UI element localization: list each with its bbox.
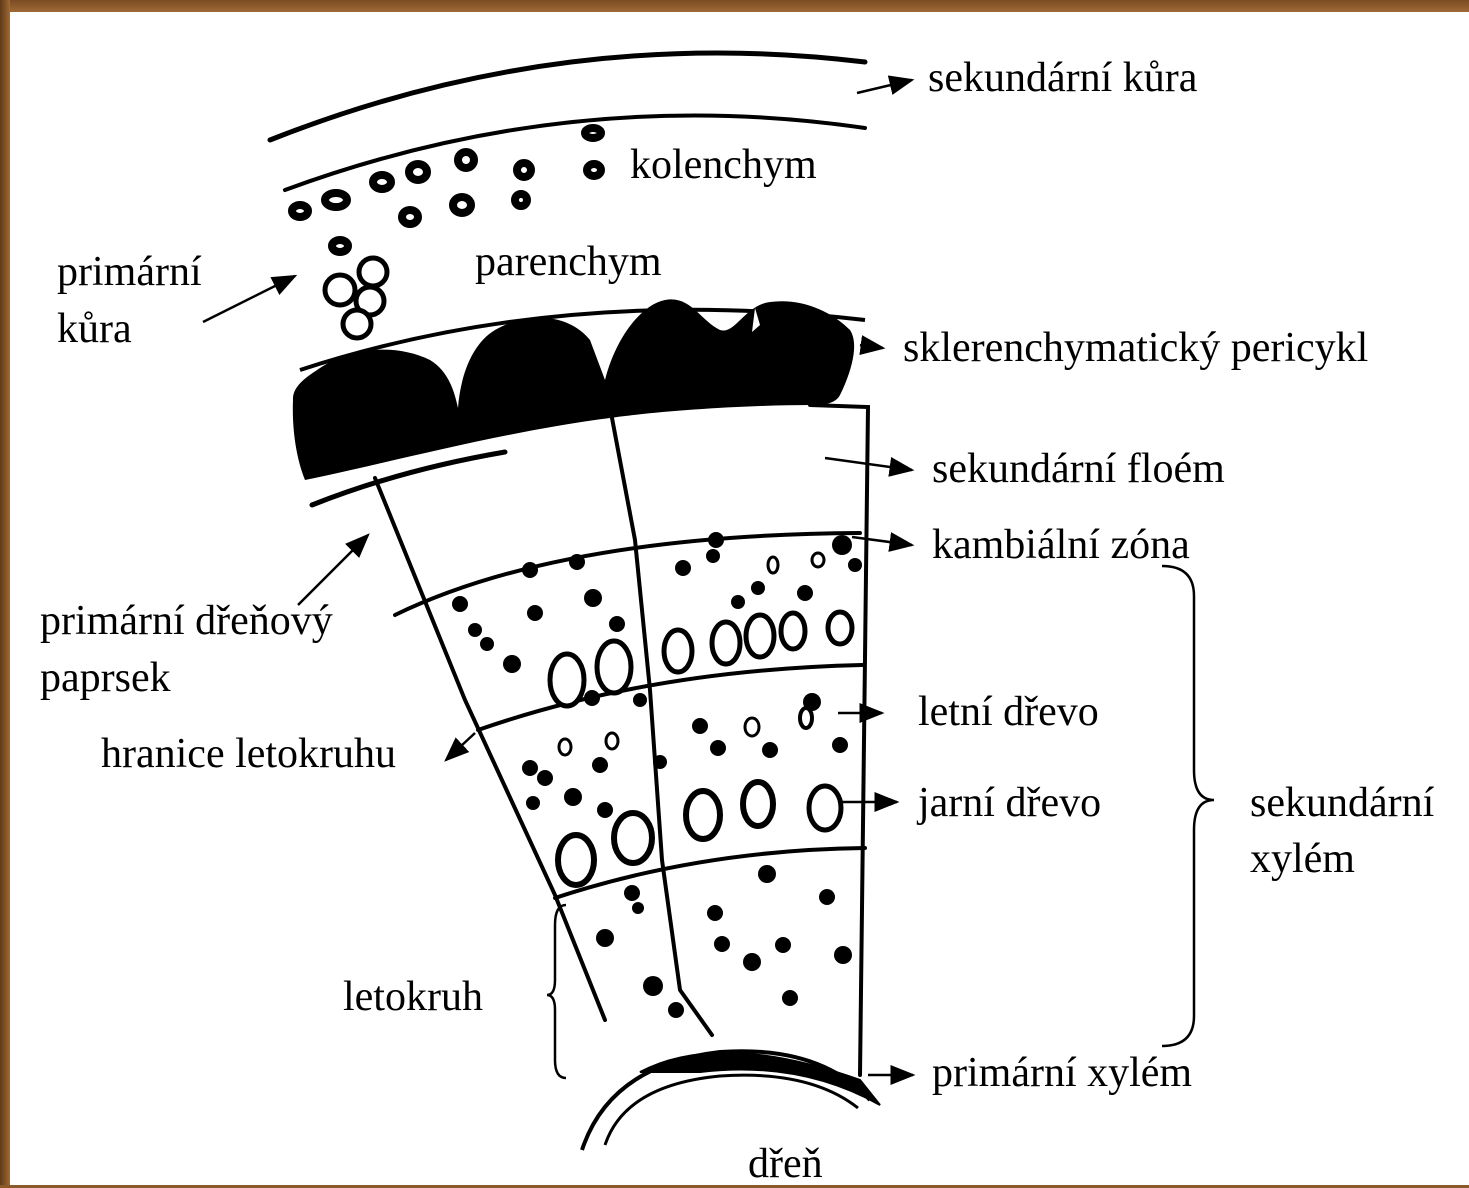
label-sekundarni-floem: sekundární floém	[932, 445, 1225, 493]
label-sekundarni-xylem-line1: sekundární	[1250, 779, 1434, 827]
pith-arcs	[582, 1051, 880, 1150]
label-letni-drevo: letní dřevo	[918, 688, 1099, 736]
label-sklerenchymaticky-pericykl: sklerenchymatický pericykl	[903, 324, 1368, 372]
label-sekundarni-xylem-line2: xylém	[1250, 835, 1355, 883]
sekundarni-xylem-brace	[1162, 566, 1214, 1046]
letokruh-brace	[547, 905, 566, 1078]
label-primarni-kura-line1: primární	[57, 248, 202, 296]
label-dren: dřeň	[748, 1140, 823, 1188]
label-primarni-drenovy-paprsek-line2: paprsek	[40, 654, 171, 702]
parenchyma-cells	[325, 258, 387, 338]
label-kolenchym: kolenchym	[630, 141, 817, 189]
label-parenchym: parenchym	[475, 238, 662, 286]
label-sekundarni-kura: sekundární kůra	[928, 54, 1197, 102]
label-arrows	[203, 80, 913, 1075]
label-kambialni-zona: kambiální zóna	[932, 521, 1190, 569]
collenchyma-cells	[292, 128, 601, 252]
label-jarni-drevo: jarní dřevo	[918, 779, 1101, 827]
label-primarni-xylem: primární xylém	[932, 1049, 1192, 1097]
sclerenchyma-pericycle	[293, 299, 865, 480]
label-primarni-drenovy-paprsek-line1: primární dřeňový	[40, 597, 333, 645]
label-hranice-letokruhu: hranice letokruhu	[101, 730, 396, 778]
label-letokruh: letokruh	[343, 973, 483, 1021]
label-primarni-kura-line2: kůra	[57, 305, 132, 353]
